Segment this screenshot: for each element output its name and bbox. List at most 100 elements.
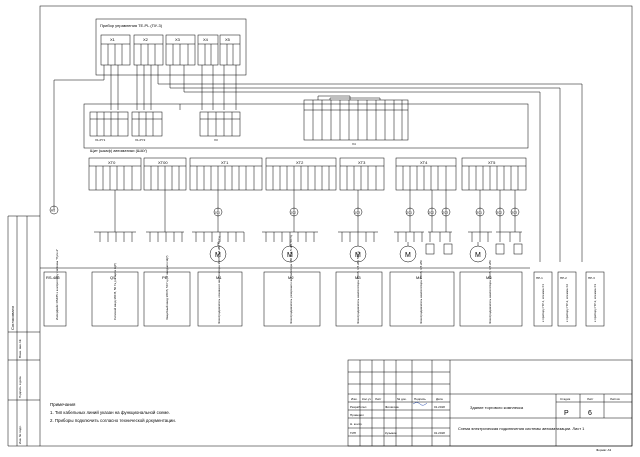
probe-desc-2: к прибору ПР-3, клемма X3: [593, 284, 597, 322]
top-wiring: [53, 65, 583, 262]
cable-runs: RS 1С1 1С2 1С3 2С1 2С2 2С3 3С1 3С2 3С3: [49, 190, 520, 232]
controller-block: Прибор управления ТЕ-PL (ПУ-3) X1 X2 X3 …: [95, 18, 247, 76]
device-desc-0: Интерфейс RS485 к контроллеру системы "П…: [55, 249, 59, 320]
motor-m2-symbol: [281, 245, 299, 263]
cable-tag-rs-text: RS: [51, 209, 55, 213]
stamp-header-4: Подпись: [414, 397, 426, 401]
motor-m5-glyph: M: [475, 252, 481, 259]
motor-m4-glyph: M: [405, 252, 411, 259]
cable-tag-1-text: 1С1: [215, 211, 221, 215]
aux-switches: [425, 243, 523, 255]
motors: M M M M M: [209, 242, 487, 263]
stamp-header-1: Кол.уч: [362, 397, 371, 401]
stamp-role-0: Разработал: [350, 405, 367, 409]
device-descriptions: Интерфейс RS485 к контроллеру системы "П…: [55, 235, 597, 324]
switchboard-title: Щит (шкаф) автоматики (ШАУ): [90, 148, 148, 153]
device-desc-6: Электродвигатель вентилятора 380 В, 1,5 …: [419, 260, 423, 324]
motor-m4-symbol: [399, 245, 417, 263]
device-tag-3: М1: [216, 275, 222, 280]
stamp-date-0: 01.2018: [434, 405, 445, 409]
cable-tag-6-text: 2С3: [443, 211, 449, 215]
inv-no-label: Инв. № подл.: [18, 425, 22, 444]
stamp-name-3: Кузьмин: [385, 431, 397, 435]
cable-tag-6: [441, 207, 451, 217]
cable-tag-9-text: 3С3: [512, 211, 518, 215]
xt4-label: XT4: [420, 160, 428, 165]
cable-tag-3-text: 1С3: [355, 211, 361, 215]
device-tag-6: М4: [416, 275, 422, 280]
device-tags: RS-485 QS PE М1 М2 М3 М4 М5 ПР-1 ПР-2 ПР…: [46, 275, 595, 280]
motor-m1-glyph: M: [215, 252, 221, 259]
device-tag-2: PE: [162, 275, 168, 280]
cable-tag-4: [405, 207, 415, 217]
controller-title: Прибор управления ТЕ-PL (ПУ-3): [100, 23, 163, 28]
motor-m3-glyph: M: [355, 252, 361, 259]
cable-tag-9: [510, 207, 520, 217]
device-tag-4: М2: [288, 275, 294, 280]
signature-mark: [412, 402, 428, 406]
left-strip: Согласовано Взам. инв. № Подпись и дата …: [7, 215, 40, 447]
probe-tag-2: ПР-3: [588, 276, 595, 280]
notes-item-1: 1. Тип кабельных линий указан на функцио…: [50, 410, 171, 415]
notes-block: Примечания 1. Тип кабельных линий указан…: [50, 401, 310, 425]
motor-m3-symbol: [349, 245, 367, 263]
device-terminals: [94, 231, 522, 242]
cable-tag-1: [213, 207, 223, 217]
device-desc-7: Электродвигатель вентилятора 380 В, 1,5 …: [488, 260, 492, 324]
x2-label: X2: [143, 37, 149, 42]
probe-tag-1: ПР-2: [560, 276, 567, 280]
xt3-label: XT3: [358, 160, 366, 165]
xt2-label: XT2: [296, 160, 304, 165]
stamp-sheet-value: 6: [588, 410, 592, 417]
device-desc-1: Силовой ввод 380 В, 50 Гц (от щита ЩР): [113, 263, 117, 320]
stamp-header-5: Дата: [436, 397, 443, 401]
xt-blocks: XT0 XT00 XT1 XT2 XT3 XT4 XT5: [88, 157, 527, 191]
stamp-stage-value: Р: [564, 410, 569, 417]
terminal-strips: X1-PY1 X1-PY2 X3 X4: [89, 99, 409, 146]
sign-date-label: Подпись и дата: [18, 376, 22, 398]
device-tag-7: М5: [486, 275, 492, 280]
agreed-label: Согласовано: [10, 305, 15, 330]
notes-title: Примечания: [50, 402, 76, 407]
xt1-label: XT1: [221, 160, 229, 165]
notes-item-2: 2. Приборы подключить согласно техническ…: [50, 418, 176, 423]
x4-label: X4: [203, 37, 209, 42]
replaced-label: Взам. инв. №: [18, 339, 22, 358]
device-tag-0: RS-485: [46, 275, 60, 280]
device-boxes: [40, 267, 605, 327]
strip-label-3: X3: [214, 138, 218, 142]
x1-label: X1: [110, 37, 116, 42]
cable-tag-5-text: 2С2: [429, 211, 435, 215]
motor-m2-glyph: M: [287, 252, 293, 259]
probe-tag-0: ПР-1: [536, 276, 543, 280]
stamp-format: Формат А3: [596, 448, 611, 452]
device-desc-4: Электродвигатель резервного вентилятора …: [289, 235, 293, 324]
cable-tag-2: [289, 207, 299, 217]
cable-tag-5: [427, 207, 437, 217]
probe-desc-1: к прибору ПР-2, клемма X2: [565, 284, 569, 322]
motor-m1-symbol: [209, 245, 227, 263]
motor-m5-symbol: [469, 245, 487, 263]
stamp-date-3: 01.2018: [434, 431, 445, 435]
cable-tag-3: [353, 207, 363, 217]
stamp-stage-label: Стадия: [560, 397, 571, 401]
stamp-role-3: ГИП: [350, 431, 356, 435]
device-desc-3: Электродвигатель основного вентилятора 3…: [217, 236, 221, 324]
device-tag-1: QS: [110, 275, 116, 280]
xt0-label: XT0: [108, 160, 116, 165]
cable-tag-2-text: 1С2: [291, 211, 297, 215]
title-block: [347, 359, 633, 447]
stamp-sheets-label: Листов: [610, 397, 620, 401]
strip-label-1: X1-PY1: [95, 138, 106, 142]
cable-tag-8: [495, 207, 505, 217]
x3-label: X3: [175, 37, 181, 42]
sheet-frame: [39, 5, 633, 447]
cable-tag-7: [475, 207, 485, 217]
probe-desc-0: к прибору ПР-1, клемма X1: [541, 284, 545, 322]
cable-tag-7-text: 3С1: [477, 211, 483, 215]
device-tag-5: М3: [355, 275, 361, 280]
stamp-name-0: Филатова: [385, 405, 399, 409]
device-desc-5: Электродвигатель вентилятора 380 В, 1,5 …: [356, 251, 360, 324]
